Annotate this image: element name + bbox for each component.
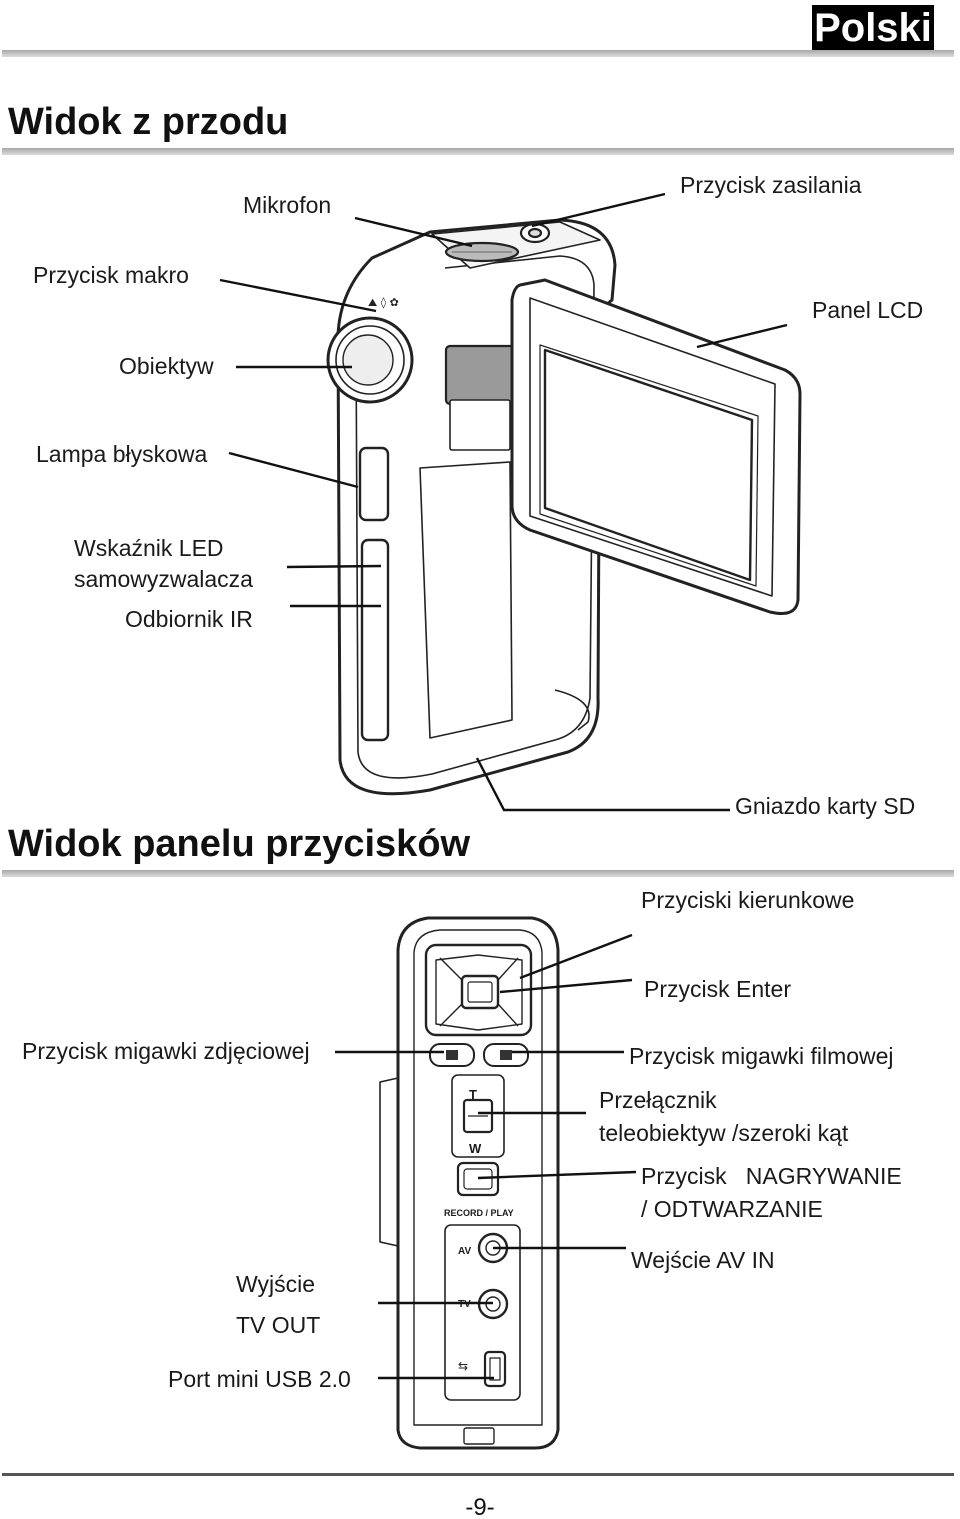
label-microphone: Mikrofon (243, 192, 332, 218)
label-enter-button: Przycisk Enter (644, 976, 791, 1002)
label-flash: Lampa błyskowa (36, 441, 208, 467)
svg-text:⛰ ◊ ✿: ⛰ ◊ ✿ (368, 296, 399, 309)
lcd-screen (543, 348, 754, 582)
label-direction-buttons: Przyciski kierunkowe (641, 887, 855, 913)
label-mini-usb: Port mini USB 2.0 (168, 1366, 351, 1392)
label-record-play-1: Przycisk NAGRYWANIE (641, 1163, 902, 1189)
footer-rule (2, 1473, 954, 1476)
label-sd-slot: Gniazdo karty SD (735, 793, 916, 819)
record-play-button-icon (456, 1161, 500, 1197)
label-tv-out-2: TV OUT (236, 1312, 321, 1338)
camcorder-front-illustration: ⛰ ◊ ✿ (219, 192, 802, 812)
label-record-play-2: / ODTWARZANIE (641, 1196, 823, 1222)
label-movie-shutter: Przycisk migawki filmowej (629, 1043, 894, 1069)
marking-wide: W (469, 1141, 482, 1156)
label-zoom-switch-2: teleobiektyw /szeroki kąt (599, 1120, 849, 1146)
label-lcd-panel: Panel LCD (812, 297, 924, 323)
led-ir-strip (360, 538, 390, 742)
page-number: -9- (465, 1494, 495, 1519)
marking-tv: TV (458, 1299, 471, 1310)
label-av-in: Wejście AV IN (631, 1247, 775, 1273)
header-rule (2, 50, 954, 57)
button-panel-title: Widok panelu przycisków (8, 823, 471, 865)
label-macro-button: Przycisk makro (33, 262, 189, 288)
marking-record-play: RECORD / PLAY (444, 1208, 514, 1218)
label-lens: Obiektyw (119, 353, 214, 379)
marking-av: AV (458, 1246, 472, 1257)
marking-tele: T (469, 1087, 477, 1102)
label-power-button: Przycisk zasilania (680, 172, 862, 198)
front-view-rule (2, 148, 954, 155)
flash-icon (358, 446, 390, 522)
svg-text:⇆: ⇆ (458, 1359, 468, 1373)
label-zoom-switch-1: Przełącznik (599, 1087, 717, 1113)
label-self-timer-led-1: Wskaźnik LED (74, 535, 224, 561)
front-view-title: Widok z przodu (8, 101, 289, 143)
label-ir-receiver: Odbiornik IR (125, 606, 253, 632)
label-self-timer-led-2: samowyzwalacza (74, 566, 253, 592)
enter-button-icon (460, 974, 500, 1010)
button-panel-rule (2, 870, 954, 877)
language-badge: Polski (812, 5, 934, 51)
label-photo-shutter: Przycisk migawki zdjęciowej (22, 1038, 310, 1064)
label-tv-out-1: Wyjście (236, 1271, 316, 1297)
usb-port-icon (483, 1350, 507, 1388)
